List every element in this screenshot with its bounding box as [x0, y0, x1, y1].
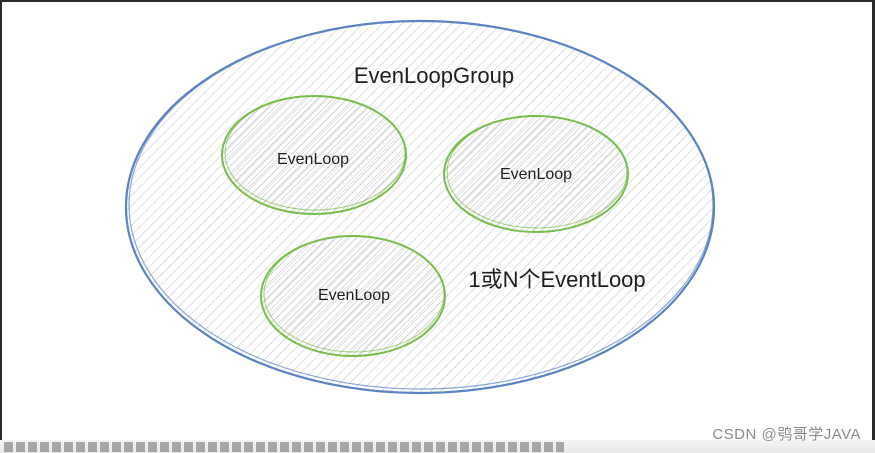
event-loop-label-1: EvenLoop [276, 151, 350, 168]
frame-border-top [0, 0, 875, 2]
cropped-text-strip [0, 440, 875, 453]
frame-border-right [872, 0, 875, 453]
event-loop-ellipse-3 [260, 235, 446, 357]
event-loop-label-3: EvenLoop [317, 287, 391, 304]
event-loop-label-2: EvenLoop [499, 166, 573, 183]
loop-count-note: 1或N个EventLoop [468, 267, 646, 292]
group-title: EvenLoopGroup [353, 63, 515, 88]
cropped-text-ghost [4, 442, 564, 452]
watermark: CSDN @鸮哥学JAVA [712, 426, 861, 443]
event-loop-ellipse-2 [443, 115, 629, 233]
frame-border-left [0, 0, 2, 453]
event-loop-ellipse-1 [221, 95, 407, 215]
